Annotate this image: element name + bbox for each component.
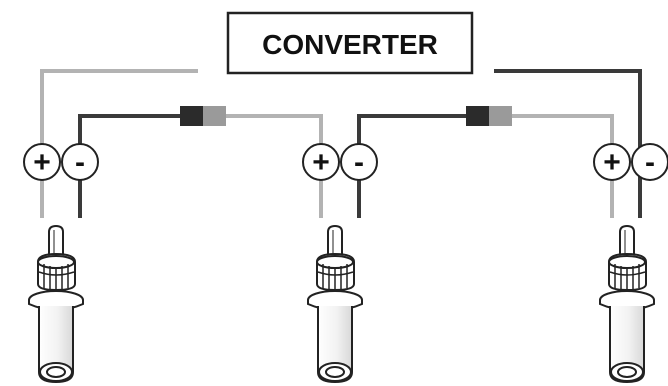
negative-terminal-icon: - [340,143,378,181]
positive-terminal-icon: + [593,143,631,181]
negative-wire-module-1 [78,114,180,218]
svg-text:-: - [75,146,85,179]
series-connector-1-female [203,106,226,126]
positive-wire-module-2 [226,114,323,218]
positive-terminal-icon: + [23,143,61,181]
panel-connector-icon [599,225,655,383]
series-connector-1-male [180,106,203,126]
series-connector-2-female [489,106,512,126]
svg-text:-: - [645,146,655,179]
negative-terminal-icon: - [631,143,668,181]
negative-terminal-icon: - [61,143,99,181]
svg-text:+: + [33,146,51,179]
converter-box: CONVERTER [226,11,474,75]
negative-wire-module-2 [357,114,466,218]
svg-text:-: - [354,146,364,179]
svg-text:+: + [603,146,621,179]
positive-wire-module-3 [512,114,614,218]
panel-connector-icon [28,225,84,383]
series-connector-2-male [466,106,489,126]
svg-text:+: + [312,146,330,179]
converter-title: CONVERTER [262,29,438,60]
positive-terminal-icon: + [302,143,340,181]
panel-connector-icon [307,225,363,383]
positive-wire-module-1 [40,69,198,218]
